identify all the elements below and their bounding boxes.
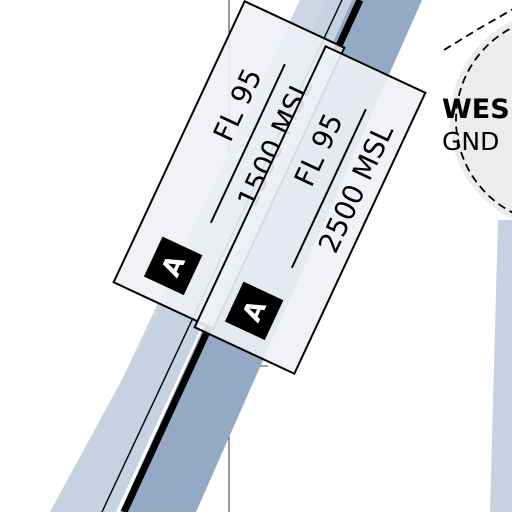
airport-ring [450, 21, 512, 219]
airport-elevation: GND [442, 127, 499, 156]
airspace-label-1[interactable]: FL 95 1500 MSL A [112, 0, 346, 331]
airport-dashed-extension [443, 8, 512, 51]
airport-dashed-boundary [455, 26, 512, 214]
class-badge: A [143, 236, 203, 296]
airspace-label-2[interactable]: FL 95 2500 MSL A [193, 44, 427, 376]
altitude-separator-line [209, 63, 286, 224]
class-badge: A [224, 281, 284, 341]
airport-area[interactable]: WES GND [442, 8, 512, 512]
airport-runway-band [490, 220, 512, 512]
altitude-separator-line [290, 108, 367, 269]
airport-name: WES [442, 94, 510, 125]
